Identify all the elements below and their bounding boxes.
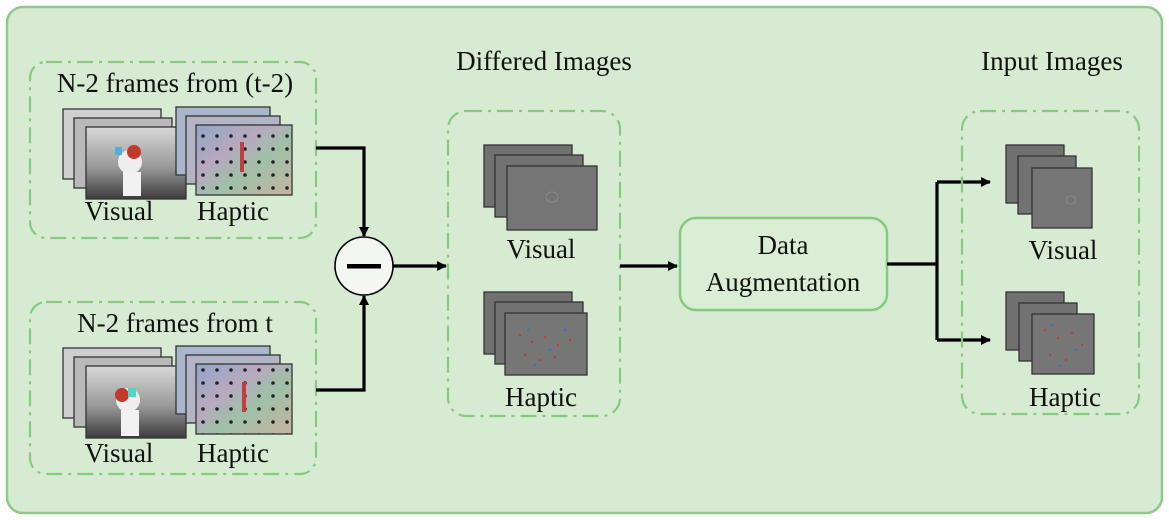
bottom-frames-group — [28, 300, 318, 476]
differed-haptic-label: Haptic — [505, 382, 577, 412]
top-visual-frames — [62, 108, 187, 200]
differed-visual-label: Visual — [507, 234, 576, 264]
differed-title: Differed Images — [456, 46, 632, 76]
top-group-title: N-2 frames from (t-2) — [57, 68, 293, 98]
input-group — [960, 109, 1141, 416]
augmentation-line2: Augmentation — [706, 267, 861, 297]
bottom-visual-label: Visual — [85, 438, 154, 468]
arrow-augmentation-split — [887, 182, 939, 340]
top-haptic-label: Haptic — [197, 196, 269, 226]
subtract-node — [334, 236, 394, 296]
bottom-group-title: N-2 frames from t — [77, 308, 273, 338]
input-haptic-frames — [1005, 291, 1095, 375]
input-visual-label: Visual — [1029, 235, 1098, 265]
input-visual-frames — [1005, 144, 1093, 229]
augmentation-line1: Data — [758, 230, 809, 260]
input-title: Input Images — [981, 46, 1123, 76]
minus-icon — [347, 264, 381, 269]
top-frames-group — [28, 60, 318, 240]
bottom-haptic-frames — [175, 345, 293, 435]
input-haptic-label: Haptic — [1029, 382, 1101, 412]
arrow-bottom-to-subtract — [316, 295, 369, 392]
bottom-haptic-label: Haptic — [197, 438, 269, 468]
bottom-visual-frames — [62, 347, 187, 439]
top-haptic-frames — [175, 106, 293, 196]
differed-group — [446, 109, 622, 418]
differed-haptic-frames — [483, 291, 588, 376]
top-visual-label: Visual — [85, 196, 154, 226]
outer-panel — [5, 5, 1164, 515]
differed-visual-frames — [483, 144, 598, 231]
arrow-top-to-subtract — [316, 146, 369, 237]
